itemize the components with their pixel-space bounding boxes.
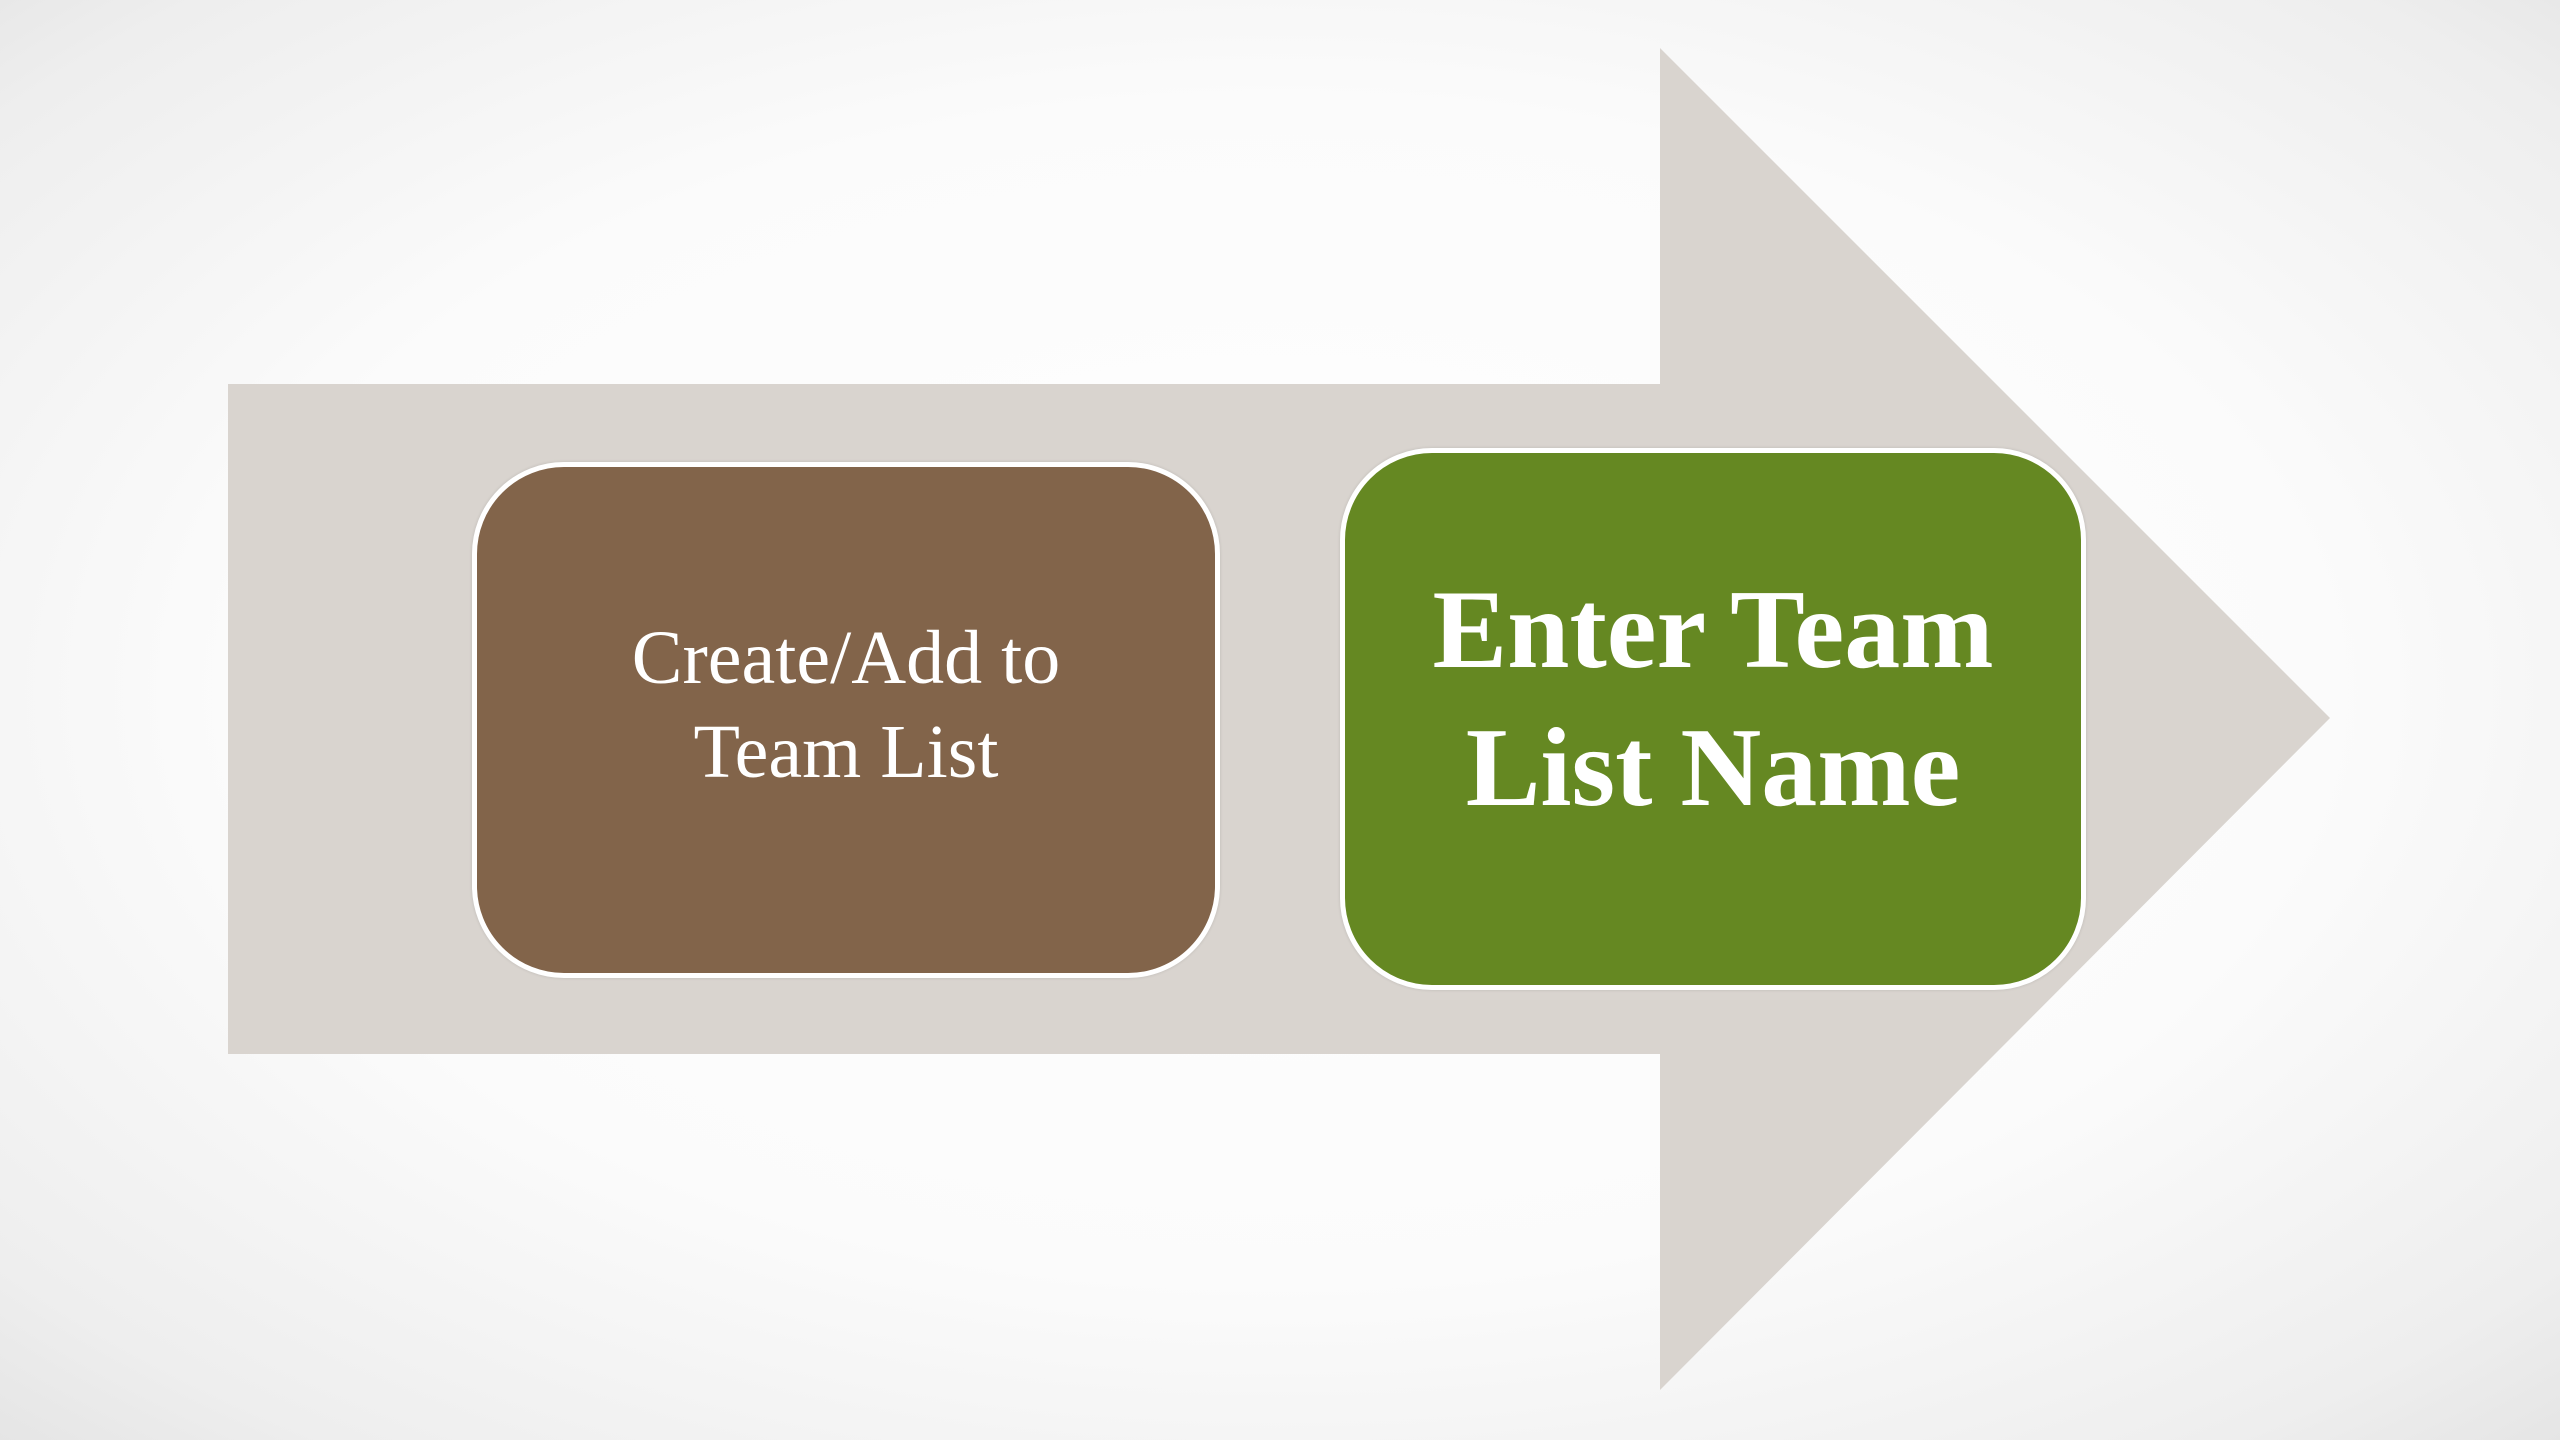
- step-1-label-line-1: Create/Add to: [631, 616, 1061, 700]
- step-2-label: Enter Team List Name: [1432, 561, 1993, 837]
- step-2-label-line-2: List Name: [1465, 706, 1961, 830]
- step-1-label: Create/Add to Team List: [632, 611, 1060, 799]
- step-create-add-team-list: Create/Add to Team List: [472, 462, 1220, 978]
- arrow-body: [228, 48, 2330, 1390]
- step-2-label-line-1: Enter Team: [1432, 568, 1994, 692]
- step-1-label-line-2: Team List: [693, 710, 999, 794]
- step-enter-team-list-name: Enter Team List Name: [1340, 448, 2086, 990]
